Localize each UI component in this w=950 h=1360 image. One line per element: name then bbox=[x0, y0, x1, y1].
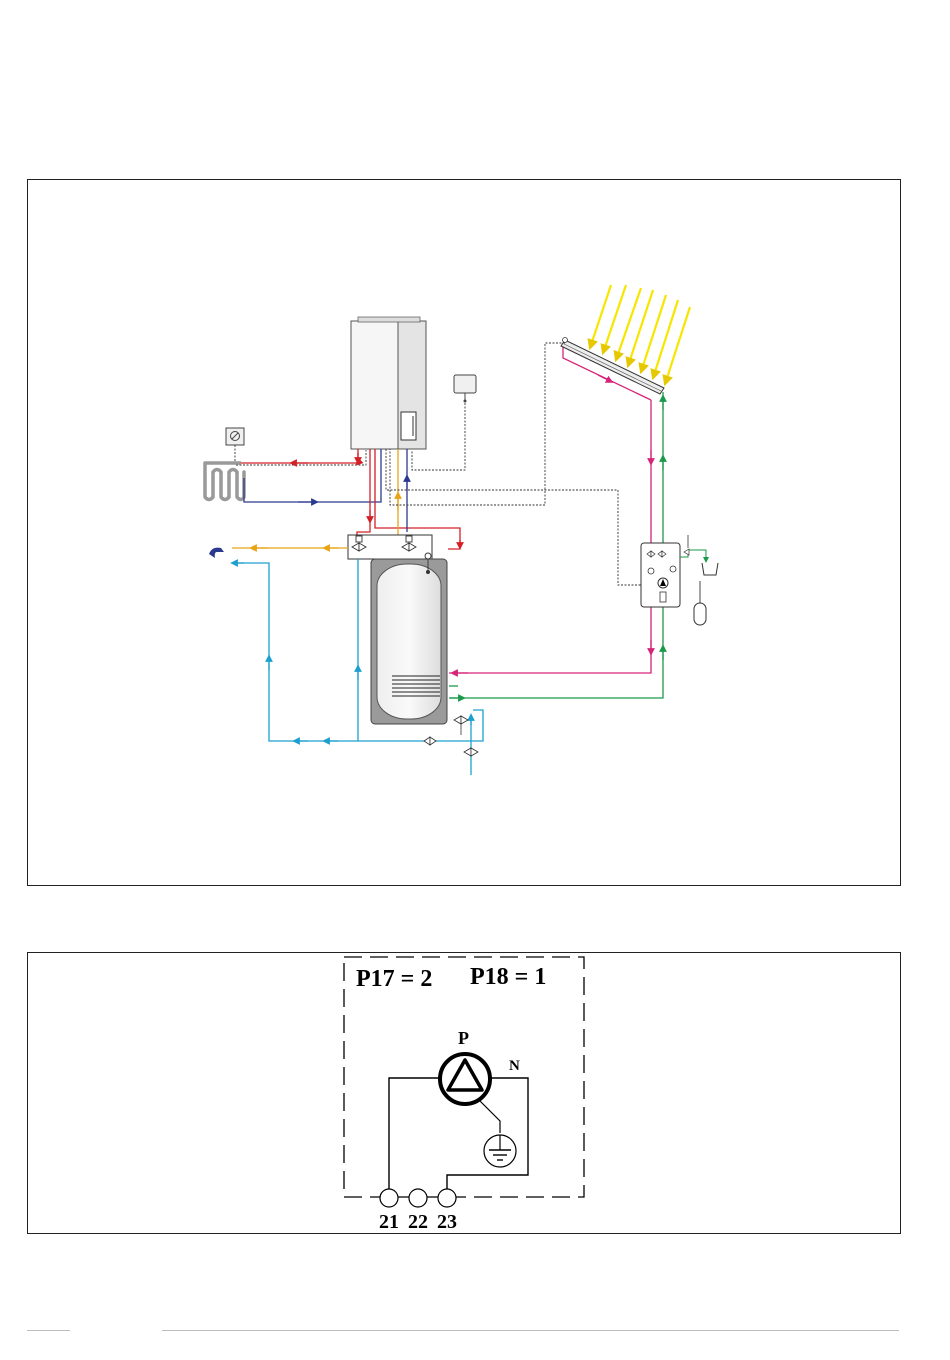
hydraulic-diagram bbox=[28, 180, 900, 885]
terminal-21-label: 21 bbox=[379, 1211, 399, 1233]
room-thermostat-icon bbox=[226, 428, 244, 445]
hydraulic-diagram-panel bbox=[27, 179, 901, 886]
param-p17: P17 = 2 bbox=[356, 966, 432, 992]
terminal-22-label: 22 bbox=[408, 1211, 428, 1233]
storage-tank bbox=[371, 559, 447, 724]
tap-icon bbox=[209, 548, 224, 558]
neutral-label: N bbox=[509, 1058, 520, 1074]
terminal-block bbox=[380, 1189, 456, 1207]
wiring-diagram: P17 = 2 P18 = 1 P N 21 22 23 bbox=[28, 953, 900, 1233]
diverter-valve-block bbox=[348, 535, 432, 559]
footer-rule-left bbox=[27, 1330, 70, 1331]
terminal-22 bbox=[409, 1189, 427, 1207]
heating-coil bbox=[205, 463, 244, 500]
fill-bucket-icon bbox=[680, 535, 718, 575]
footer-rule-right bbox=[162, 1330, 899, 1331]
ground-icon bbox=[484, 1135, 516, 1167]
outdoor-sensor-icon bbox=[454, 375, 476, 403]
pump-icon bbox=[440, 1054, 490, 1104]
wiring-diagram-panel: P17 = 2 P18 = 1 P N 21 22 23 bbox=[27, 952, 901, 1234]
terminal-23 bbox=[438, 1189, 456, 1207]
terminal-21 bbox=[380, 1189, 398, 1207]
solar-pump-station bbox=[641, 543, 680, 607]
pump-label: P bbox=[458, 1028, 469, 1048]
terminal-23-label: 23 bbox=[437, 1211, 457, 1233]
expansion-vessel-icon bbox=[694, 581, 706, 625]
param-p18: P18 = 1 bbox=[470, 964, 546, 990]
boiler-unit bbox=[351, 317, 426, 449]
